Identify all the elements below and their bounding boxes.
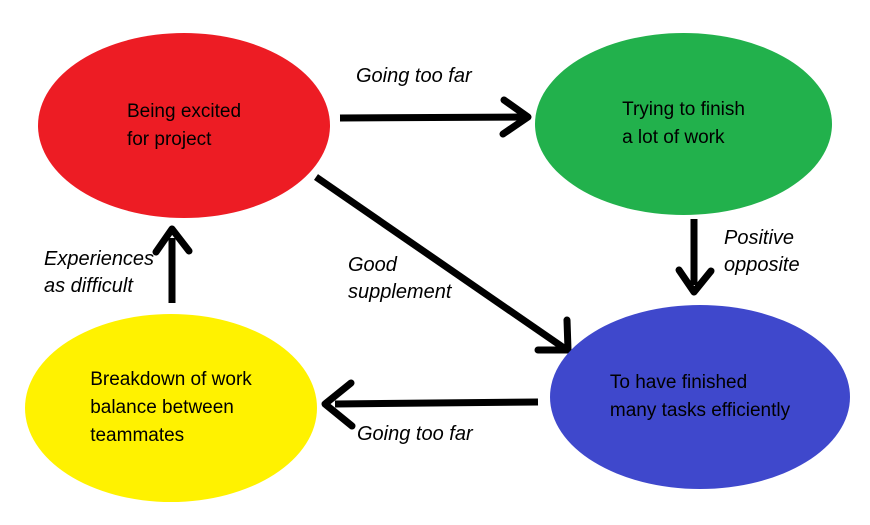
node-being-excited-for-project: Being excited for project xyxy=(38,33,330,218)
arrow-going-too-far-top xyxy=(339,96,532,138)
arrow-experiences-as-difficult xyxy=(152,225,193,303)
edge-label-going-too-far-bottom: Going too far xyxy=(357,423,473,445)
edge-label-positive-opposite: Positive opposite xyxy=(724,227,800,276)
arrow-going-too-far-bottom xyxy=(321,379,539,430)
node-label: Being excited for project xyxy=(126,100,242,150)
edge-label-going-too-far-top: Going too far xyxy=(356,65,472,87)
node-to-have-finished-many-tasks-efficiently: To have finished many tasks efficiently xyxy=(550,305,850,489)
node-label: Breakdown of work balance between teamma… xyxy=(90,369,252,446)
edge-label-good-supplement: Good supplement xyxy=(348,254,452,303)
node-label: To have finished many tasks efficiently xyxy=(609,372,791,421)
node-label: Trying to finish a lot of work xyxy=(622,99,745,148)
arrow-positive-opposite xyxy=(675,219,715,296)
node-breakdown-of-work-balance: Breakdown of work balance between teamma… xyxy=(25,314,317,502)
edge-label-experiences-as-difficult: Experiences as difficult xyxy=(44,248,155,297)
node-trying-to-finish-a-lot-of-work: Trying to finish a lot of work xyxy=(535,33,832,215)
